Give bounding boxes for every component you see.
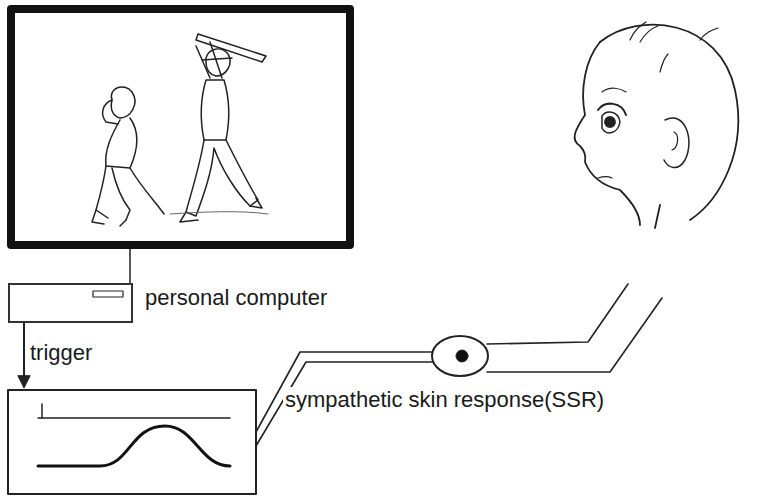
node-label: personal computer — [145, 285, 327, 311]
child-head — [575, 22, 739, 228]
electrode — [432, 336, 488, 376]
monitor — [11, 9, 350, 245]
recorder — [8, 390, 256, 494]
batter-figure — [170, 34, 268, 222]
disk-slot — [93, 291, 123, 297]
cable — [129, 249, 131, 283]
cowering-figure — [92, 87, 164, 226]
signal-label: trigger — [28, 340, 94, 366]
computer-box: personal computer — [8, 283, 133, 323]
arm — [487, 284, 662, 372]
measurement-label: sympathetic skin response(SSR) — [283, 387, 606, 413]
